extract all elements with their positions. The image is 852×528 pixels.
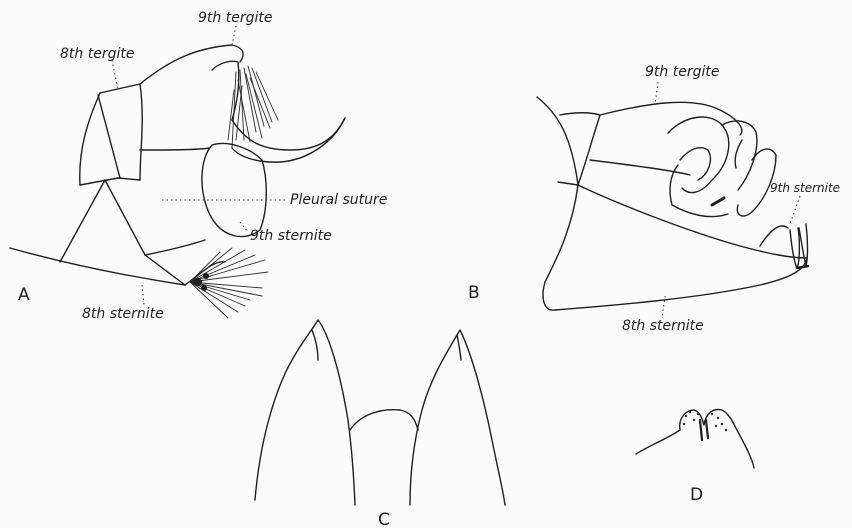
panel-c-drawing — [255, 320, 505, 505]
panel-d-drawing — [636, 410, 754, 468]
panel-b-drawing — [537, 82, 808, 318]
panel-a-8th-sternite-label: 8th sternite — [82, 306, 164, 322]
panel-a-drawing — [10, 26, 345, 318]
panel-d-letter: D — [690, 485, 703, 505]
panel-a-letter: A — [18, 285, 30, 305]
panel-b-9th-tergite-label: 9th tergite — [645, 64, 719, 80]
panel-b-9th-sternite-label: 9th sternite — [770, 181, 840, 195]
panel-b-8th-sternite-label: 8th sternite — [622, 318, 704, 334]
panel-a-9th-sternite-label: 9th sternite — [250, 228, 332, 244]
panel-b-letter: B — [468, 283, 480, 303]
panel-a-pleural-suture-label: Pleural suture — [290, 192, 387, 208]
panel-a-9th-tergite-label: 9th tergite — [198, 10, 272, 26]
panel-c-letter: C — [378, 510, 390, 528]
panel-a-8th-tergite-label: 8th tergite — [60, 46, 134, 62]
